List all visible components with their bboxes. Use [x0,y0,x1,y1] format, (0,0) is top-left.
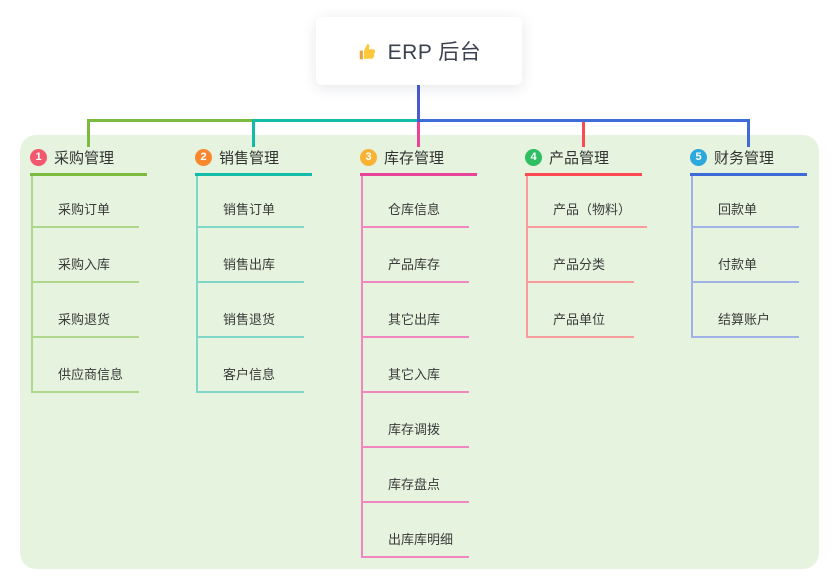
child-node-label: 采购入库 [58,257,111,272]
branch-label: 产品管理 [549,150,610,167]
child-node-label: 付款单 [718,257,758,272]
branch-number-badge: 2 [195,149,212,166]
branch-number-badge: 5 [690,149,707,166]
root-connector-line [417,85,420,122]
branch-node[interactable]: 5 财务管理 [690,147,807,176]
child-node[interactable]: 采购订单 [31,176,139,228]
branches-background-panel [20,135,819,569]
child-node-label: 其它出库 [388,312,441,327]
child-node[interactable]: 采购入库 [31,228,139,283]
child-node[interactable]: 库存调拨 [361,393,469,448]
branch-children: 回款单付款单结算账户 [691,176,807,338]
branch-drop-line [417,119,420,147]
root-node[interactable]: ERP 后台 [316,17,522,85]
child-node-label: 产品库存 [388,257,441,272]
child-node-label: 结算账户 [718,312,771,327]
branch-connector-line [252,119,420,122]
branch-children: 产品（物料） 产品分类产品单位 [526,176,648,338]
child-node-label: 采购订单 [58,202,111,217]
child-node-label: 客户信息 [223,367,276,382]
child-node[interactable]: 出库库明细 [361,503,470,558]
child-node-label: 其它入库 [388,367,441,382]
child-node-label: 出库库明细 [388,532,454,547]
child-node[interactable]: 仓库信息 [361,176,469,228]
branch-column: 4 产品管理 产品（物料） 产品分类产品单位 [525,147,648,338]
child-node-label: 库存调拨 [388,422,441,437]
branch-column: 1 采购管理 采购订单采购入库采购退货供应商信息 [30,147,147,393]
branch-drop-line [87,119,90,147]
branch-label: 销售管理 [219,150,280,167]
child-node[interactable]: 采购退货 [31,283,139,338]
child-node[interactable]: 产品单位 [526,283,634,338]
child-node[interactable]: 回款单 [691,176,799,228]
branch-column: 3 库存管理 仓库信息产品库存其它出库其它入库库存调拨库存盘点出库库明细 [360,147,477,558]
branch-children: 销售订单销售出库销售退货客户信息 [196,176,312,393]
child-node-label: 销售退货 [223,312,276,327]
child-node[interactable]: 供应商信息 [31,338,140,393]
child-node[interactable]: 结算账户 [691,283,799,338]
child-node-label: 库存盘点 [388,477,441,492]
branch-label: 财务管理 [714,150,775,167]
root-node-label: ERP 后台 [387,41,482,64]
branch-drop-line [582,119,585,147]
child-node-label: 产品单位 [553,312,606,327]
branch-number-badge: 4 [525,149,542,166]
child-node-label: 销售订单 [223,202,276,217]
child-node-label: 采购退货 [58,312,111,327]
branch-children: 仓库信息产品库存其它出库其它入库库存调拨库存盘点出库库明细 [361,176,477,558]
child-node[interactable]: 其它出库 [361,283,469,338]
child-node[interactable]: 付款单 [691,228,799,283]
child-node[interactable]: 销售退货 [196,283,304,338]
branch-node[interactable]: 4 产品管理 [525,147,642,176]
child-node[interactable]: 销售出库 [196,228,304,283]
child-node-label: 回款单 [718,202,758,217]
branch-column: 2 销售管理 销售订单销售出库销售退货客户信息 [195,147,312,393]
branch-node[interactable]: 1 采购管理 [30,147,147,176]
branch-connector-line [417,119,750,122]
child-node-label: 供应商信息 [58,367,124,382]
child-node[interactable]: 销售订单 [196,176,304,228]
branch-children: 采购订单采购入库采购退货供应商信息 [31,176,147,393]
child-node[interactable]: 产品库存 [361,228,469,283]
child-node[interactable]: 产品（物料） [526,176,648,228]
child-node-label: 销售出库 [223,257,276,272]
thumbs-up-icon [357,41,379,63]
branch-drop-line [252,119,255,147]
child-node[interactable]: 客户信息 [196,338,304,393]
branch-node[interactable]: 2 销售管理 [195,147,312,176]
branch-label: 库存管理 [384,150,445,167]
branch-number-badge: 3 [360,149,377,166]
branch-number-badge: 1 [30,149,47,166]
branch-column: 5 财务管理 回款单付款单结算账户 [690,147,807,338]
child-node[interactable]: 其它入库 [361,338,469,393]
branch-label: 采购管理 [54,150,115,167]
branch-drop-line [747,119,750,147]
child-node-label: 产品（物料） [553,202,632,217]
child-node[interactable]: 库存盘点 [361,448,469,503]
child-node-label: 仓库信息 [388,202,441,217]
child-node-label: 产品分类 [553,257,606,272]
branch-node[interactable]: 3 库存管理 [360,147,477,176]
child-node[interactable]: 产品分类 [526,228,634,283]
